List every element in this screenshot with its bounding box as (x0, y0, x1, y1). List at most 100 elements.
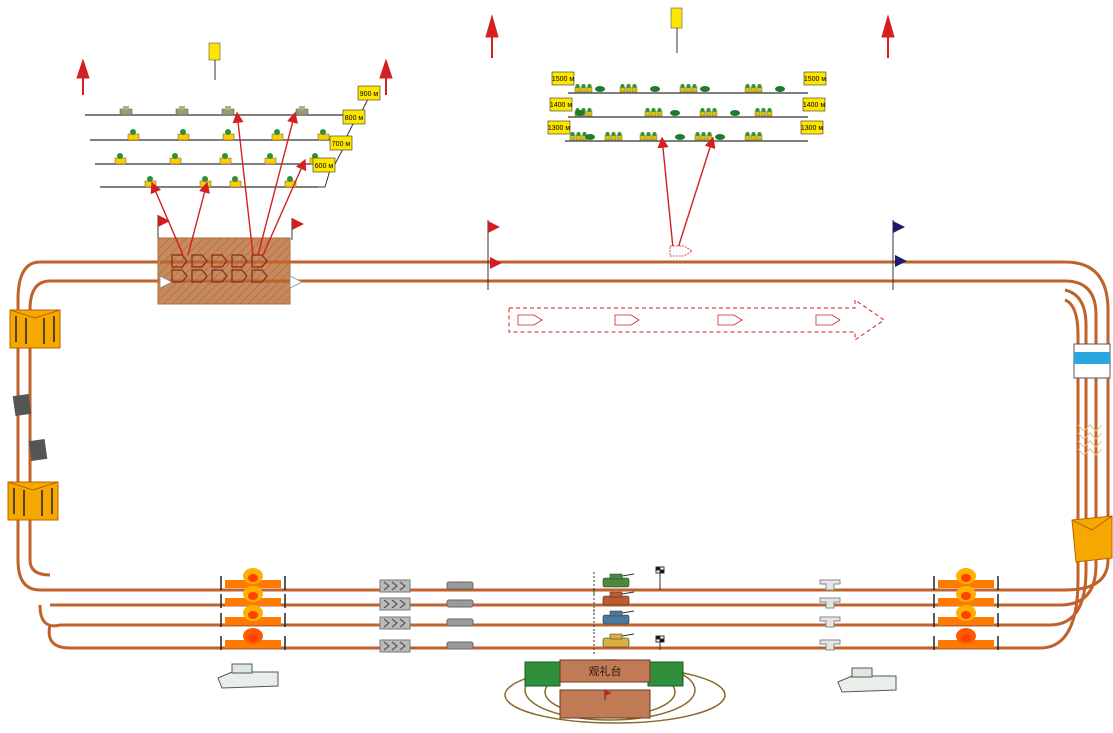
right-target-range: 1500 м 1500 м 1400 м 1400 м 1300 м 1300 м (547, 71, 827, 257)
fire-obstacle-icon (933, 605, 999, 627)
fire-obstacle-icon-2 (7, 481, 59, 521)
tank-target-icon (574, 84, 593, 93)
reviewing-stand: 观礼台 (504, 659, 726, 724)
vehicle-model-icon (593, 609, 635, 631)
bush-icon (595, 86, 605, 92)
distance-sign-text: 1500 м (552, 76, 575, 83)
distance-sign: 800 м (342, 109, 366, 125)
right-side-obstacles (1071, 343, 1113, 563)
distance-sign-text: 1300 м (548, 125, 571, 132)
fire-obstacle-icon (933, 628, 999, 650)
tank-target-icon (295, 106, 309, 116)
distance-sign: 1300 м (547, 120, 571, 135)
tank-target-icon (699, 108, 718, 117)
track-right-outer (1064, 260, 1110, 592)
distance-sign: 1500 м (551, 71, 575, 86)
tank-target-icon (619, 84, 638, 93)
ramp-obstacle (379, 639, 411, 653)
bush-icon (650, 86, 660, 92)
fire-obstacle-icon (220, 568, 286, 590)
barrier-obstacle (819, 579, 841, 591)
tank-target-icon (264, 153, 277, 165)
tank-target-icon (219, 153, 232, 165)
track-right-3 (1049, 288, 1088, 627)
tank-target-icon (177, 129, 190, 141)
ramp-obstacle (379, 616, 411, 630)
bush-icon (575, 110, 585, 116)
movement-route-arrow (508, 299, 885, 341)
bush-icon (775, 86, 785, 92)
vehicle-model-icon (593, 632, 635, 654)
fire-obstacle-icon (220, 605, 286, 627)
ramp-obstacle (379, 597, 411, 611)
tank-target-icon (229, 176, 242, 188)
tank-target-icon (639, 132, 658, 141)
tank-target-icon (604, 132, 623, 141)
tank-target-icon (694, 132, 713, 141)
left-side-obstacles (7, 309, 61, 521)
bush-icon (715, 134, 725, 140)
range-sign-icon (208, 7, 683, 80)
bush-icon (700, 86, 710, 92)
vehicle-model-icon (593, 590, 635, 612)
bush-icon (675, 134, 685, 140)
fire-obstacle-icon-3 (1071, 515, 1113, 563)
tank-target-icon (199, 176, 212, 188)
distance-sign-text: 1400 м (803, 102, 826, 109)
tank-target-icon (221, 106, 235, 116)
fire-obstacle-icon (9, 309, 61, 349)
checkered-flag-icon (655, 566, 665, 650)
tank-target-icon (569, 132, 588, 141)
distance-sign-text: 1400 м (550, 102, 573, 109)
tank-target-icon (644, 108, 663, 117)
tank-target-icon (317, 129, 330, 141)
tank-target-icon (119, 106, 133, 116)
bottom-obstacles (220, 568, 999, 653)
tank-target-icon (144, 176, 157, 188)
tank-target-icon (754, 108, 773, 117)
tank-target-icon (222, 129, 235, 141)
vehicle-model-icon (593, 572, 635, 594)
barrier-obstacle (819, 597, 841, 609)
distance-sign: 1300 м (800, 120, 823, 135)
start-vehicles (593, 572, 635, 654)
tank-target-icon (744, 132, 763, 141)
tank-target-icon (114, 153, 127, 165)
bridge-obstacle (446, 618, 474, 627)
distance-sign: 900 м (357, 85, 381, 101)
distance-sign: 1400 м (549, 97, 573, 112)
tank-target-icon (127, 129, 140, 141)
building-icon (217, 663, 897, 693)
barrier-obstacle (819, 639, 841, 651)
flag-icon-blue (892, 220, 907, 290)
flag-icon (157, 215, 502, 290)
distance-sign-text: 700 м (332, 141, 351, 148)
track-loop (16, 260, 1110, 650)
ramp-obstacle (379, 579, 411, 593)
distance-sign-text: 900 м (360, 91, 379, 98)
bush-icon (585, 134, 595, 140)
tank-target-icon (271, 129, 284, 141)
distance-sign-text: 1500 м (804, 76, 827, 83)
barrier-obstacle (819, 616, 841, 628)
left-target-range: 900 м 800 м 700 м 600 м (85, 85, 381, 256)
reviewing-stand-label: 观礼台 (589, 664, 622, 678)
distance-sign-text: 600 м (315, 163, 334, 170)
distance-sign: 1400 м (802, 97, 826, 112)
distance-sign: 700 м (329, 135, 353, 151)
track-right-4 (1039, 298, 1080, 650)
fire-obstacle-icon (933, 586, 999, 608)
track-left-outer (16, 260, 41, 592)
tank-target-icon (169, 153, 182, 165)
bush-icon (670, 110, 680, 116)
bridge-obstacle (446, 641, 474, 650)
distance-sign-text: 800 м (345, 115, 364, 122)
fire-obstacle-icon (220, 586, 286, 608)
fire-obstacle-icon (220, 628, 286, 650)
fire-obstacle-icon (933, 568, 999, 590)
bridge-obstacle (446, 599, 474, 608)
tank-target-icon (175, 106, 189, 116)
bridge-obstacle (446, 581, 474, 590)
distance-sign: 1500 м (803, 71, 827, 86)
